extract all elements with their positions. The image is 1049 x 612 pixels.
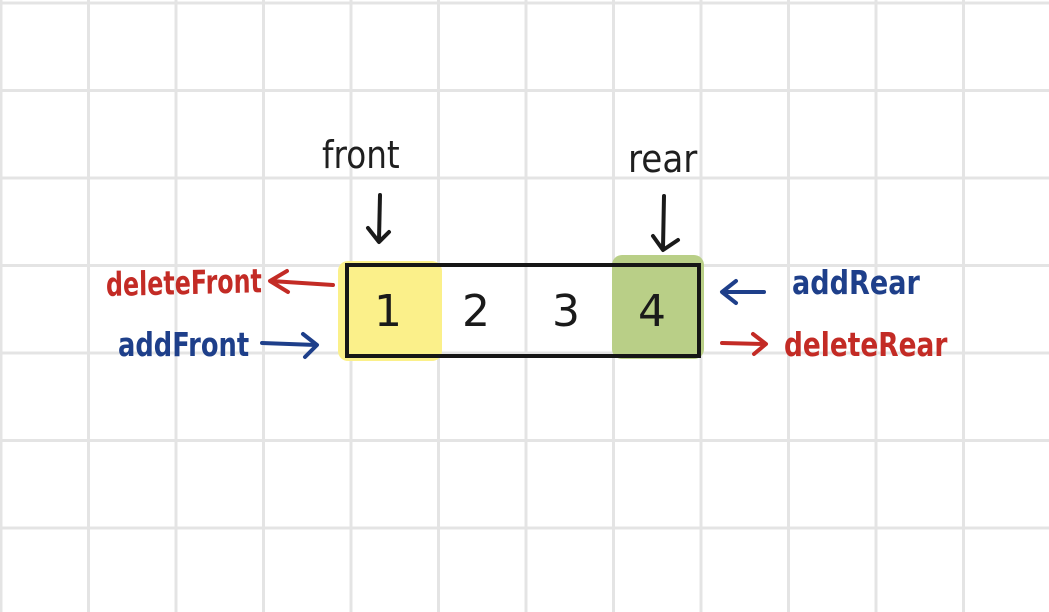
add-front-label: addFront <box>118 325 250 364</box>
deque-box <box>345 263 701 358</box>
delete-rear-label: deleteRear <box>784 325 948 364</box>
add-rear-label: addRear <box>792 263 920 302</box>
add-rear-arrow-icon <box>720 279 766 305</box>
front-pointer-label: front <box>322 133 400 177</box>
rear-down-arrow-icon <box>651 194 680 252</box>
rear-pointer-label: rear <box>628 137 698 181</box>
front-down-arrow-icon <box>366 193 391 244</box>
delete-rear-arrow-icon <box>720 332 768 356</box>
deque-cell-3: 3 <box>552 285 580 337</box>
deque-cell-4: 4 <box>638 285 666 337</box>
deque-cell-1: 1 <box>374 285 402 337</box>
delete-front-arrow-icon <box>268 269 335 294</box>
deque-cell-2: 2 <box>462 285 490 337</box>
front-cell-highlight <box>338 261 442 361</box>
rear-cell-highlight <box>612 255 704 359</box>
add-front-arrow-icon <box>260 332 319 359</box>
